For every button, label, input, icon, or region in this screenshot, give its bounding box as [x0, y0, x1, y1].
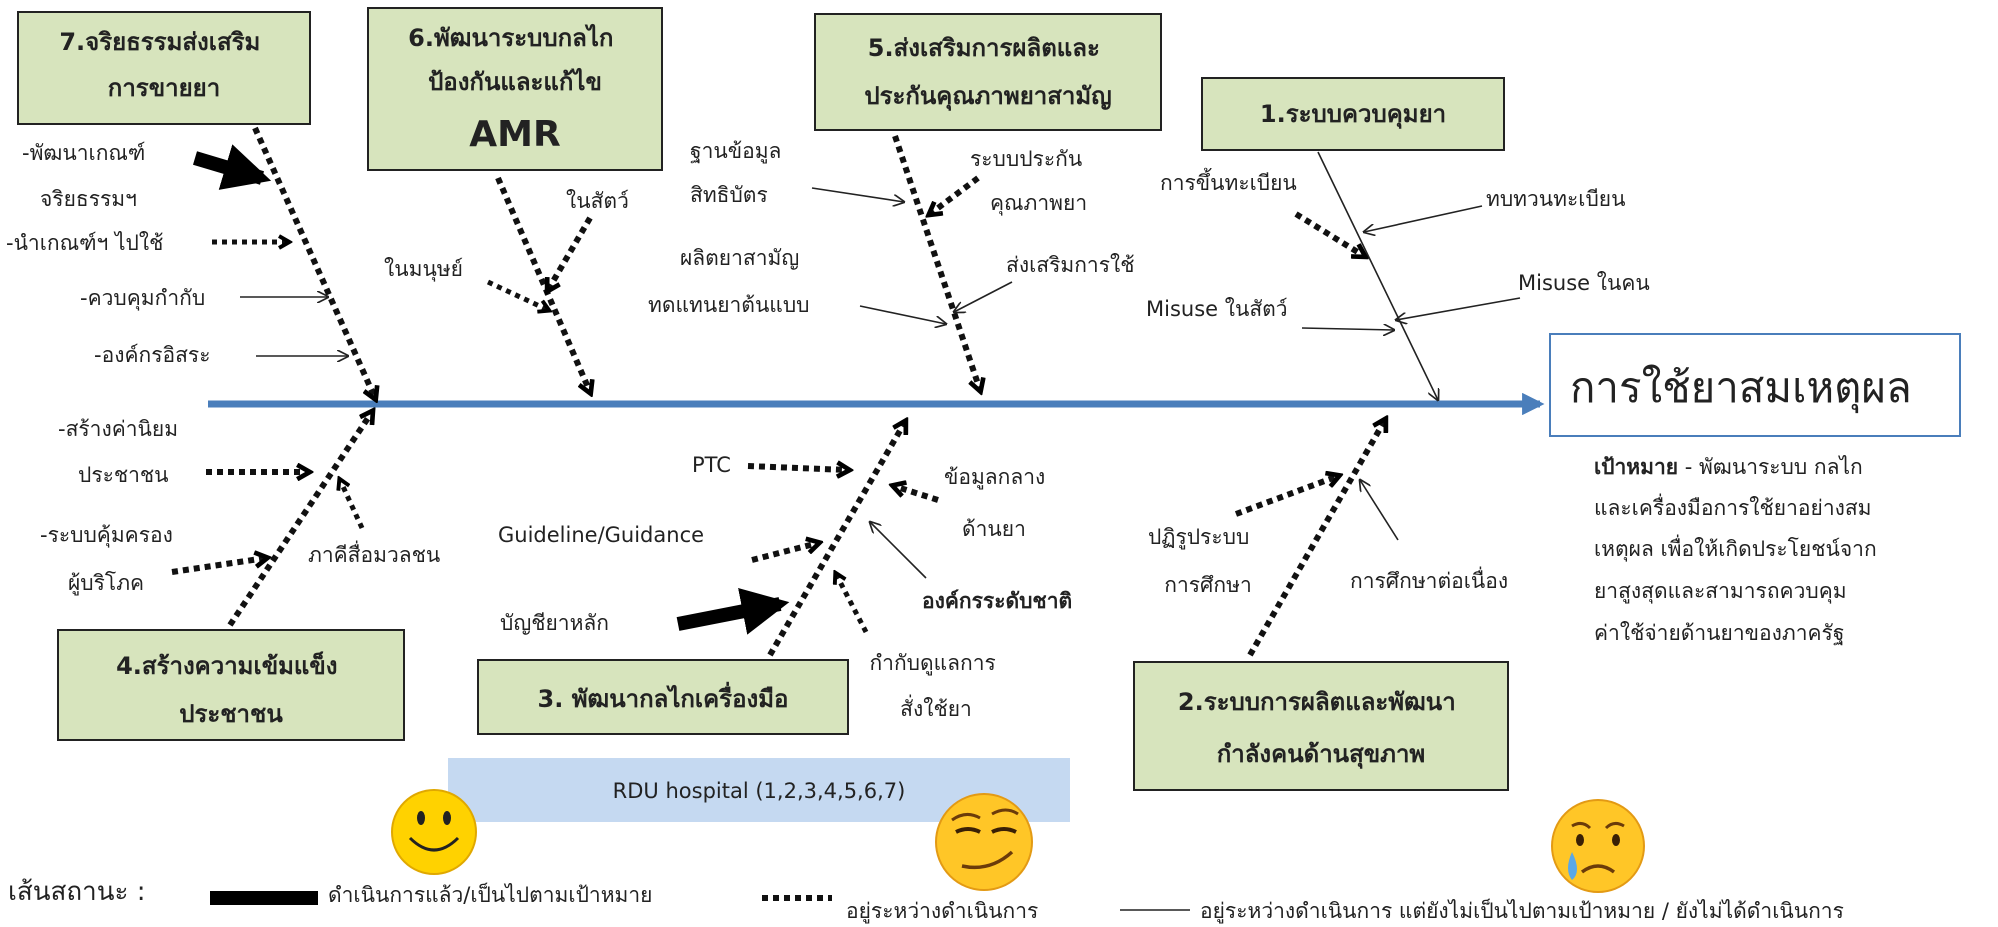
- category-7: 7.จริยธรรมส่งเสริม การขายยา -พัฒนาเกณฑ์ …: [6, 11, 375, 398]
- cause-1-misuse-human-arrow: [1396, 297, 1521, 320]
- cause-6-animal-arrow: [548, 216, 593, 290]
- cause-6-animal: ในสัตว์: [566, 189, 629, 213]
- cause-1-register: การขึ้นทะเบียน: [1160, 168, 1297, 195]
- cause-3-prescribing-arrow: [836, 574, 869, 634]
- cause-3-national-org: องค์กรระดับชาติ: [922, 589, 1072, 613]
- cause-1-misuse-animal-arrow: [1301, 328, 1394, 330]
- category-4-title: 4.สร้างความเข้มแข็ง ประชาชน: [116, 651, 346, 728]
- cause-3-national-org-arrow: [870, 522, 927, 579]
- cause-3-guideline-arrow: [751, 543, 818, 563]
- cause-3-central-data-arrow: [894, 486, 939, 503]
- cause-1-misuse-animal: Misuse ในสัตว์: [1146, 297, 1288, 321]
- category-3-bone: [767, 422, 905, 657]
- cause-5-patent-arrow: [811, 187, 904, 202]
- cause-7-develop: -พัฒนาเกณฑ์ จริยธรรมฯ: [22, 141, 152, 211]
- category-5: 5.ส่งเสริมการผลิตและ ประกันคุณภาพยาสามัญ…: [648, 13, 1162, 390]
- cause-5-promote: ส่งเสริมการใช้: [1006, 253, 1134, 277]
- category-4-bone: [227, 412, 372, 627]
- cause-1-misuse-human: Misuse ในคน: [1518, 271, 1650, 295]
- cause-3-ptc-arrow: [747, 466, 848, 470]
- cause-5-promote-arrow: [954, 281, 1013, 312]
- smirk-emoji-icon: [935, 793, 1033, 891]
- cause-5-qa-arrow: [930, 175, 980, 214]
- cause-5-generic: ผลิตยาสามัญ ทดแทนยาต้นแบบ: [648, 246, 810, 317]
- cause-5-qa: ระบบประกัน คุณภาพยา: [970, 147, 1089, 216]
- category-5-box: [814, 13, 1162, 131]
- legend-behind-label: อยู่ระหว่างดำเนินการ แต่ยังไม่เป็นไปตามเ…: [1200, 897, 1844, 924]
- effect-title: การใช้ยาสมเหตุผล: [1570, 363, 1912, 414]
- category-7-box: [17, 11, 311, 125]
- goal-text: เป้าหมาย - พัฒนาระบบ กลไก และเครื่องมือก…: [1594, 455, 1883, 645]
- category-6-title: 6.พัฒนาระบบกลไก ป้องกันและแก้ไข: [408, 23, 622, 96]
- category-6-bone: [495, 176, 590, 392]
- category-6: 6.พัฒนาระบบกลไก ป้องกันและแก้ไข AMR ในสั…: [367, 7, 663, 392]
- category-2-bone: [1247, 420, 1385, 657]
- category-4: 4.สร้างความเข้มแข็ง ประชาชน -สร้างค่านิย…: [40, 412, 440, 741]
- category-1-box: [1201, 77, 1505, 151]
- cause-2-continuing: การศึกษาต่อเนื่อง: [1350, 566, 1508, 593]
- cause-1-register-arrow: [1294, 211, 1364, 256]
- cause-6-human: ในมนุษย์: [384, 257, 463, 282]
- cause-3-central-data: ข้อมูลกลาง ด้านยา: [944, 465, 1052, 541]
- category-2-box: [1133, 661, 1509, 791]
- cause-7-regulate: -ควบคุมกำกับ: [80, 286, 205, 311]
- cause-7-develop-arrow: [192, 144, 272, 190]
- cause-1-review: ทบทวนทะเบียน: [1486, 187, 1625, 211]
- cause-4-media-arrow: [340, 480, 365, 530]
- cause-3-essential-list: บัญชียาหลัก: [500, 611, 609, 635]
- category-7-bone: [252, 126, 375, 398]
- category-1-title: 1.ระบบควบคุมยา: [1260, 100, 1446, 130]
- cause-2-reform-arrow: [1234, 476, 1338, 517]
- legend: เส้นสถานะ : ดำเนินการแล้ว/เป็นไปตามเป้าห…: [8, 877, 1844, 924]
- cause-4-values: -สร้างค่านิยม ประชาชน: [58, 417, 185, 487]
- cause-3-prescribing: กำกับดูแลการ สั่งใช้ยา: [869, 651, 1002, 721]
- category-3: 3. พัฒนากลไกเครื่องมือ PTC ข้อมูลกลาง ด้…: [477, 422, 1072, 735]
- category-7-title: 7.จริยธรรมส่งเสริม การขายยา: [59, 28, 268, 102]
- cause-7-apply: -นำเกณฑ์ฯ ไปใช้: [6, 231, 163, 255]
- category-2-title: 2.ระบบการผลิตและพัฒนา กำลังคนด้านสุขภาพ: [1178, 688, 1464, 770]
- cause-3-essential-list-arrow: [676, 587, 790, 635]
- cause-6-human-arrow: [486, 279, 548, 310]
- legend-ongoing-label: อยู่ระหว่างดำเนินการ: [846, 899, 1038, 924]
- category-3-title: 3. พัฒนากลไกเครื่องมือ: [538, 681, 789, 713]
- cause-3-ptc: PTC: [692, 453, 731, 477]
- category-6-box: [367, 7, 663, 171]
- category-5-bone: [892, 135, 980, 390]
- category-5-title: 5.ส่งเสริมการผลิตและ ประกันคุณภาพยาสามัญ: [864, 34, 1111, 112]
- rdu-hospital-label: RDU hospital (1,2,3,4,5,6,7): [613, 779, 906, 803]
- category-6-amr: AMR: [469, 114, 560, 155]
- cause-2-reform: ปฏิรูประบบ การศึกษา: [1148, 525, 1256, 597]
- cause-7-independent: -องค์กรอิสระ: [94, 343, 210, 367]
- category-2: 2.ระบบการผลิตและพัฒนา กำลังคนด้านสุขภาพ …: [1133, 420, 1509, 791]
- legend-title: เส้นสถานะ :: [8, 877, 146, 907]
- crying-emoji-icon: [1551, 799, 1645, 893]
- category-1-bone: [1317, 151, 1438, 400]
- category-1: 1.ระบบควบคุมยา การขึ้นทะเบียน ทบทวนทะเบี…: [1146, 77, 1650, 400]
- category-4-box: [57, 629, 405, 741]
- category-3-box: [477, 659, 849, 735]
- cause-3-guideline: Guideline/Guidance: [498, 523, 704, 547]
- cause-2-continuing-arrow: [1360, 480, 1399, 541]
- cause-4-consumer: -ระบบคุ้มครอง ผู้บริโภค: [40, 523, 180, 596]
- smile-emoji-icon: [391, 789, 477, 875]
- effect-box: [1549, 333, 1961, 437]
- legend-done-label: ดำเนินการแล้ว/เป็นไปตามเป้าหมาย: [328, 881, 653, 907]
- cause-5-generic-arrow: [859, 305, 946, 324]
- cause-4-consumer-arrow: [171, 558, 266, 575]
- cause-5-patent: ฐานข้อมูล สิทธิบัตร: [690, 139, 788, 207]
- cause-4-media: ภาคีสื่อมวลชน: [308, 540, 440, 567]
- cause-1-review-arrow: [1364, 205, 1483, 232]
